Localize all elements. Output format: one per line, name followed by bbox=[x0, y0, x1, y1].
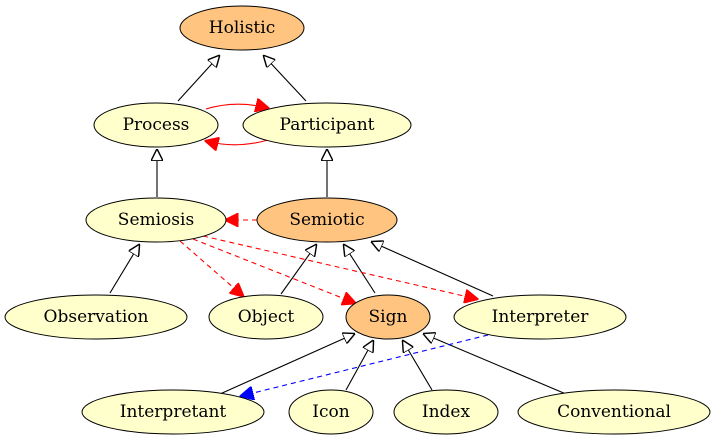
edge-process-holistic bbox=[177, 56, 219, 102]
node-sign[interactable]: Sign bbox=[345, 294, 431, 340]
node-semiotic-label: Semiotic bbox=[289, 210, 364, 230]
node-index-label: Index bbox=[422, 402, 471, 422]
node-interpretant-shape bbox=[81, 389, 265, 435]
node-object-label: Object bbox=[238, 307, 295, 327]
node-holistic-label: Holistic bbox=[209, 18, 275, 38]
edge-sign-semiotic bbox=[344, 245, 376, 294]
node-sign-shape bbox=[345, 294, 431, 340]
node-semiotic[interactable]: Semiotic bbox=[256, 197, 398, 243]
edge-object-semiotic bbox=[280, 245, 316, 295]
edge-index-sign bbox=[403, 341, 433, 391]
edge-process-participant bbox=[205, 104, 268, 109]
node-interpretant[interactable]: Interpretant bbox=[81, 389, 265, 435]
edge-participant-holistic bbox=[264, 56, 307, 102]
edge-interpreter-semiotic bbox=[372, 242, 494, 297]
node-semiosis[interactable]: Semiosis bbox=[85, 197, 227, 243]
node-participant-shape bbox=[242, 102, 412, 148]
edge-icon-sign bbox=[345, 341, 373, 391]
node-semiotic-shape bbox=[256, 197, 398, 243]
node-conventional-shape bbox=[517, 389, 711, 435]
node-process-label: Process bbox=[123, 115, 190, 135]
node-observation-shape bbox=[4, 294, 188, 340]
edge-observation-semiosis bbox=[109, 245, 139, 294]
edge-interpreter-interpretant bbox=[241, 334, 489, 396]
node-interpreter-shape bbox=[453, 294, 627, 340]
inheritance-edges bbox=[109, 56, 567, 395]
node-conventional[interactable]: Conventional bbox=[517, 389, 711, 435]
node-observation-label: Observation bbox=[44, 307, 149, 327]
node-index-shape bbox=[393, 389, 499, 435]
node-participant[interactable]: Participant bbox=[242, 102, 412, 148]
edge-semiosis-object bbox=[179, 240, 243, 296]
node-icon[interactable]: Icon bbox=[288, 389, 374, 435]
node-process-shape bbox=[93, 102, 219, 148]
node-conventional-label: Conventional bbox=[557, 402, 671, 422]
node-interpretant-label: Interpretant bbox=[120, 402, 227, 422]
edge-semiosis-sign bbox=[192, 238, 355, 303]
node-participant-label: Participant bbox=[280, 115, 375, 135]
edge-interpretant-sign bbox=[219, 334, 354, 395]
node-icon-label: Icon bbox=[312, 402, 349, 422]
node-interpreter[interactable]: Interpreter bbox=[453, 294, 627, 340]
edge-participant-process bbox=[206, 140, 269, 145]
node-holistic[interactable]: Holistic bbox=[179, 5, 305, 51]
node-interpreter-label: Interpreter bbox=[492, 307, 590, 327]
node-semiosis-shape bbox=[85, 197, 227, 243]
edge-conventional-sign bbox=[424, 334, 567, 395]
node-process[interactable]: Process bbox=[93, 102, 219, 148]
node-index[interactable]: Index bbox=[393, 389, 499, 435]
node-icon-shape bbox=[288, 389, 374, 435]
node-object[interactable]: Object bbox=[208, 294, 324, 340]
node-object-shape bbox=[208, 294, 324, 340]
node-semiosis-label: Semiosis bbox=[118, 210, 194, 230]
relation-edges bbox=[179, 104, 489, 396]
node-sign-label: Sign bbox=[369, 307, 408, 327]
node-holistic-shape bbox=[179, 5, 305, 51]
edge-semiosis-interpreter bbox=[202, 235, 477, 299]
node-observation[interactable]: Observation bbox=[4, 294, 188, 340]
